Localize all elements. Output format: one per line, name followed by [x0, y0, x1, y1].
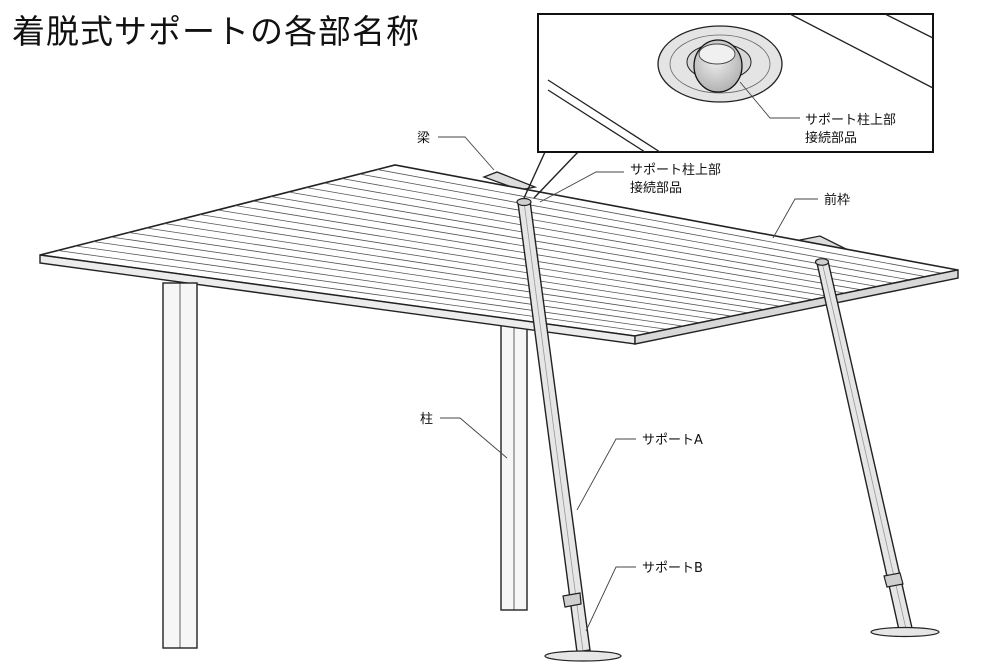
roof-groove: [128, 232, 716, 320]
inset-label-line2: 接続部品: [805, 130, 857, 146]
support-b: [814, 258, 940, 638]
label-support-a: サポートA: [642, 433, 703, 448]
roof-right-edge: [634, 269, 959, 345]
front-column: [162, 282, 198, 649]
roof-groove: [181, 218, 765, 310]
roof-groove: [93, 241, 684, 327]
roof-groove: [146, 227, 732, 317]
label-support-b: サポートB: [642, 561, 703, 576]
leader-lines: [438, 136, 818, 632]
roof-groove: [57, 250, 652, 334]
roof-groove: [323, 182, 894, 284]
roof-groove: [75, 245, 668, 330]
roof-groove: [377, 169, 942, 274]
roof-groove: [288, 191, 862, 291]
inset-label-line1: サポート柱上部: [805, 113, 896, 128]
roof-groove: [252, 200, 829, 297]
roof-groove: [199, 214, 781, 307]
label-column: 柱: [420, 412, 433, 427]
label-beam: 梁: [417, 131, 430, 146]
page-title: 着脱式サポートの各部名称: [12, 12, 420, 51]
label-front-frame: 前枠: [824, 192, 850, 208]
rear-column: [500, 311, 528, 611]
support-a: [516, 197, 622, 662]
roof-groove: [110, 236, 700, 324]
roof-groove: [164, 223, 749, 314]
label-connector-line2: 接続部品: [630, 180, 682, 196]
roof-groove: [359, 173, 926, 277]
roof-groove: [270, 196, 846, 294]
roof-groove: [341, 178, 910, 281]
inset-callout-lines: [523, 151, 579, 199]
inset-detail: サポート柱上部 接続部品: [537, 13, 934, 153]
roof-groove: [306, 187, 878, 287]
label-connector-line1: サポート柱上部: [630, 163, 721, 178]
roof-groove: [217, 209, 797, 304]
